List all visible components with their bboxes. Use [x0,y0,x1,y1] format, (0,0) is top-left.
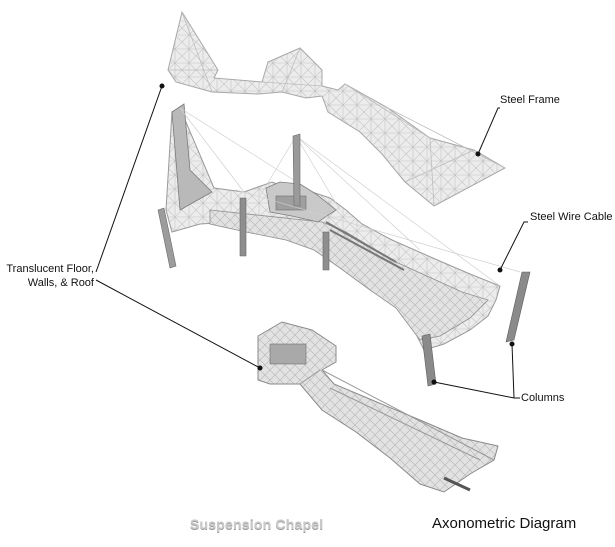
column [239,197,247,257]
leader-translucent-to-frame [95,85,163,273]
enclosure-layer [157,103,531,387]
leader-translucent-to-floor [95,279,261,369]
floor-plate [257,321,499,493]
leader-lines [95,85,528,399]
project-title: Suspension Chapel [190,516,324,532]
leader-dots [159,83,515,385]
column [292,133,301,207]
leader-steel-wire-cable [499,221,528,271]
leader-columns [433,343,520,399]
label-columns: Columns [521,392,565,404]
column [322,231,330,271]
label-steel-wire-cable: Steel Wire Cable [530,211,613,223]
label-translucent: Translucent Floor, Walls, & Roof [4,262,94,290]
steel-frame-layer [167,10,507,207]
floor-layer [257,321,499,493]
label-translucent-line1: Translucent Floor, [6,263,94,275]
column [157,207,177,269]
steel-frame-roof [167,10,507,207]
leader-steel-frame [477,107,500,155]
column [421,333,437,387]
column [505,271,531,343]
label-steel-frame: Steel Frame [500,94,560,106]
label-translucent-line2: Walls, & Roof [27,277,94,289]
diagram-title: Axonometric Diagram [432,515,577,532]
